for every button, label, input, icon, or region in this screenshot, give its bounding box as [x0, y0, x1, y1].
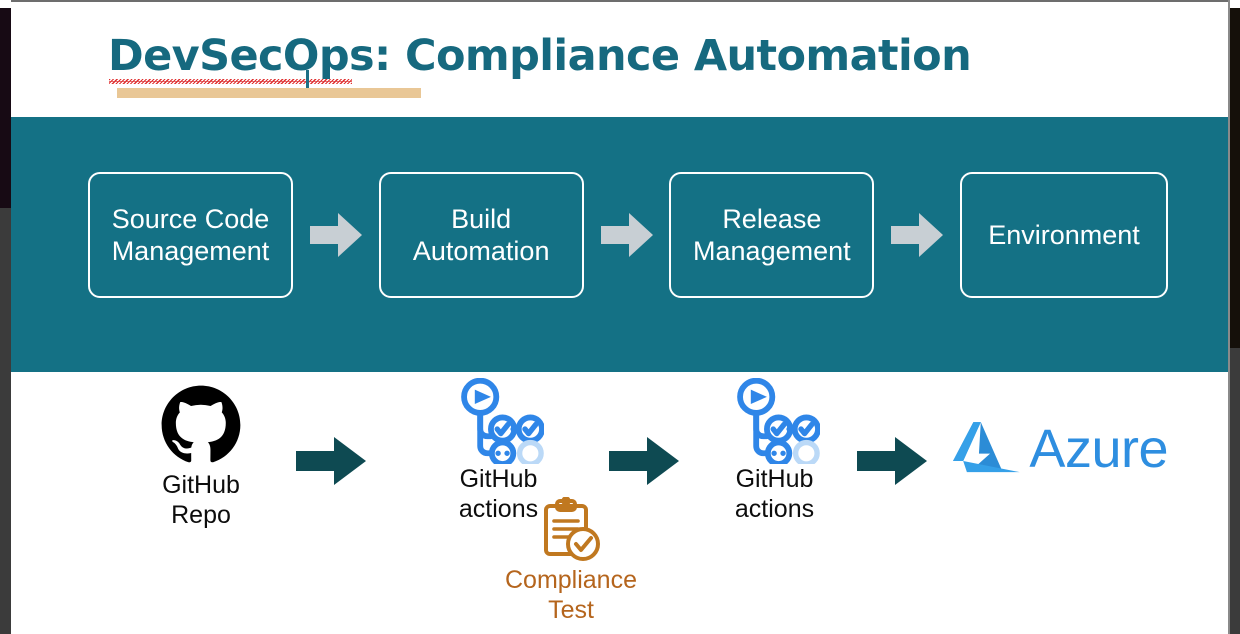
azure-logo-icon [953, 422, 1020, 473]
azure-lockup: Azure [953, 418, 1168, 480]
toolchain-arrow-3-wrap [857, 435, 927, 487]
text-cursor-caret [306, 70, 309, 92]
pipeline-stage-environment[interactable]: Environment [960, 172, 1169, 298]
compliance-test-annotation[interactable]: Compliance Test [471, 497, 671, 625]
pipeline-band: Source Code Management Build Automation … [11, 117, 1228, 372]
title-accent-bar [117, 88, 421, 98]
window-top-border [11, 0, 1229, 2]
pipeline-arrow-2-wrap [584, 211, 670, 259]
pipeline-stage-release-management[interactable]: Release Management [669, 172, 875, 298]
window-left-edge-dark [0, 8, 11, 208]
toolchain-node-label: GitHub actions [734, 465, 815, 523]
pipeline-stage-build-automation[interactable]: Build Automation [378, 172, 584, 298]
arrow-right-icon [857, 437, 927, 485]
window-right-border-line [1228, 0, 1230, 634]
toolchain-arrow-2-wrap [609, 435, 679, 487]
github-octocat-icon [161, 385, 241, 463]
arrow-right-icon [296, 437, 366, 485]
azure-wordmark: Azure [1029, 419, 1168, 479]
toolchain-node-label: GitHub actions [458, 465, 539, 523]
toolchain-node-azure[interactable]: Azure [953, 418, 1168, 480]
arrow-right-icon [891, 213, 944, 257]
page-title[interactable]: DevSecOps: Compliance Automation [108, 31, 972, 81]
toolchain-row: GitHub Repo [11, 378, 1228, 628]
arrow-right-icon [609, 437, 679, 485]
pipeline-arrow-3-wrap [874, 211, 960, 259]
toolchain-arrow-1-wrap [296, 435, 366, 487]
toolchain-node-github-actions-1[interactable]: GitHub actions [411, 378, 586, 524]
pipeline-stage-source-code-management[interactable]: Source Code Management [88, 172, 293, 298]
toolchain-node-label: GitHub Repo [162, 471, 240, 529]
spellcheck-underline [109, 79, 352, 84]
window-right-edge-dark [1230, 8, 1240, 348]
window-left-edge-gray [0, 208, 11, 634]
pipeline-arrow-1-wrap [293, 211, 379, 259]
toolchain-node-github-actions-2[interactable]: GitHub actions [687, 378, 862, 524]
github-actions-icon [460, 378, 544, 464]
github-actions-icon [736, 378, 820, 464]
toolchain-node-github-repo[interactable]: GitHub Repo [121, 384, 281, 530]
clipboard-check-icon [544, 497, 600, 561]
slide-title-block: DevSecOps: Compliance Automation [108, 28, 1108, 100]
window-right-edge-gray [1230, 348, 1240, 634]
compliance-test-label: Compliance Test [504, 566, 637, 624]
pipeline-stage-list: Source Code Management Build Automation … [88, 170, 1169, 300]
arrow-right-icon [600, 213, 653, 257]
arrow-right-icon [309, 213, 362, 257]
